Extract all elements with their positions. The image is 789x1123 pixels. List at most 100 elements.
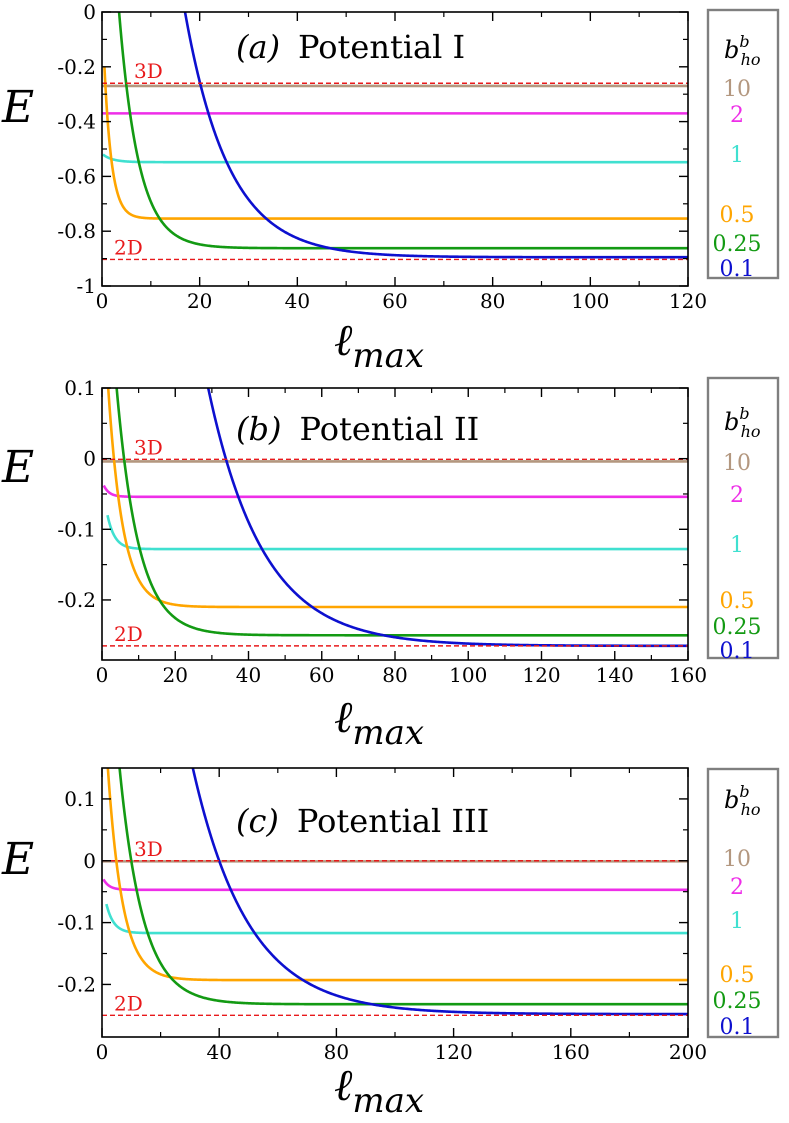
legend-entry: 2 (730, 483, 744, 508)
y-tick-label: -0.2 (57, 588, 96, 612)
panel-title: (a) Potential I (236, 28, 465, 66)
legend-entry: 1 (730, 909, 744, 934)
reference-label-2d: 2D (114, 991, 143, 1015)
reference-label-3d: 3D (134, 837, 163, 861)
legend-title-sub: ho (741, 422, 761, 441)
legend-entry: 0.25 (713, 989, 762, 1014)
legend-entry: 1 (730, 143, 744, 168)
y-tick-label: 0 (83, 447, 96, 471)
legend-entry: 0.25 (713, 615, 762, 640)
series-line-0p5 (106, 388, 688, 609)
legend-title-base: b (724, 786, 739, 814)
legend-title-sup: b (739, 404, 749, 423)
x-tick-label: 60 (382, 289, 407, 313)
x-tick-label: 60 (309, 663, 334, 687)
x-tick-label: 100 (449, 663, 487, 687)
x-tick-label: 0 (96, 1040, 109, 1064)
x-tick-label: 40 (236, 663, 261, 687)
panel-title-text: Potential III (297, 802, 489, 840)
panel-letter: (b) (236, 410, 281, 448)
x-tick-label: 0 (96, 663, 109, 687)
series-line-1 (102, 153, 688, 164)
y-tick-label: 0 (83, 849, 96, 873)
panel-title: (c) Potential III (236, 802, 489, 840)
x-axis-label-symbol: ℓ (334, 692, 353, 743)
legend-entry: 0.1 (720, 1015, 755, 1040)
legend-box (706, 376, 780, 660)
y-tick-label: -0.2 (57, 972, 96, 996)
y-tick-label: 0.1 (64, 787, 96, 811)
legend-title-sup: b (739, 782, 749, 801)
panel-letter: (c) (236, 802, 279, 840)
series-line-2 (102, 878, 688, 892)
legend-box (706, 767, 780, 1039)
legend-entry: 10 (723, 847, 751, 872)
legend-title-sup: b (739, 32, 749, 51)
reference-label-2d: 2D (114, 235, 143, 259)
legend-entry: 0.5 (720, 589, 755, 614)
series-line-1 (106, 514, 688, 551)
panel-title-text: Potential I (298, 28, 465, 66)
x-axis-label-subscript: max (352, 1081, 424, 1121)
legend-entry: 0.5 (720, 203, 755, 228)
panel-letter: (a) (236, 28, 280, 66)
x-tick-label: 120 (522, 663, 560, 687)
legend-title-sub: ho (741, 50, 761, 69)
legend-entry: 2 (730, 875, 744, 900)
legend-title-base: b (724, 408, 739, 436)
x-tick-label: 80 (382, 663, 407, 687)
x-axis-label: ℓmax (334, 692, 424, 753)
legend-entry: 0.1 (720, 639, 755, 664)
y-axis-label: E (1, 442, 34, 493)
x-tick-label: 80 (480, 289, 505, 313)
series-line-0p5 (103, 66, 688, 220)
legend-entry: 0.25 (713, 232, 762, 257)
x-axis-label-subscript: max (352, 713, 424, 753)
series-line-2 (102, 484, 688, 499)
y-axis-label: E (1, 834, 34, 885)
legend-entry: 10 (723, 77, 751, 102)
x-tick-label: 80 (324, 1040, 349, 1064)
panel-title-text: Potential II (299, 410, 479, 448)
series-group (102, 388, 688, 648)
y-tick-label: -1 (77, 274, 96, 298)
legend-entry: 10 (723, 451, 751, 476)
x-tick-label: 100 (571, 289, 609, 313)
x-tick-label: 120 (435, 1040, 473, 1064)
x-axis-label: ℓmax (334, 1060, 424, 1121)
x-tick-label: 40 (206, 1040, 231, 1064)
series-line-0p25 (118, 768, 688, 1006)
y-tick-label: -0.6 (57, 164, 96, 188)
series-line-1 (105, 903, 688, 935)
y-axis-label: E (1, 82, 34, 133)
x-axis-label-symbol: ℓ (334, 315, 353, 366)
series-line-0p1 (183, 12, 688, 259)
legend-entry: 1 (730, 533, 744, 558)
y-tick-label: -0.2 (57, 55, 96, 79)
x-tick-label: 0 (96, 289, 109, 313)
x-tick-label: 160 (669, 663, 707, 687)
x-tick-label: 200 (669, 1040, 707, 1064)
series-line-0p25 (117, 12, 688, 250)
legend-box (706, 8, 780, 280)
x-tick-label: 20 (187, 289, 212, 313)
y-tick-label: -0.1 (57, 517, 96, 541)
series-line-0p5 (106, 768, 688, 982)
x-tick-label: 120 (669, 289, 707, 313)
series-line-0p1 (191, 768, 688, 1016)
reference-label-2d: 2D (114, 622, 143, 646)
series-group (102, 12, 688, 259)
y-tick-label: -0.4 (57, 110, 96, 134)
x-tick-label: 160 (552, 1040, 590, 1064)
x-axis-label-subscript: max (352, 336, 424, 376)
legend-entry: 0.5 (720, 963, 755, 988)
x-axis-label: ℓmax (334, 315, 424, 376)
